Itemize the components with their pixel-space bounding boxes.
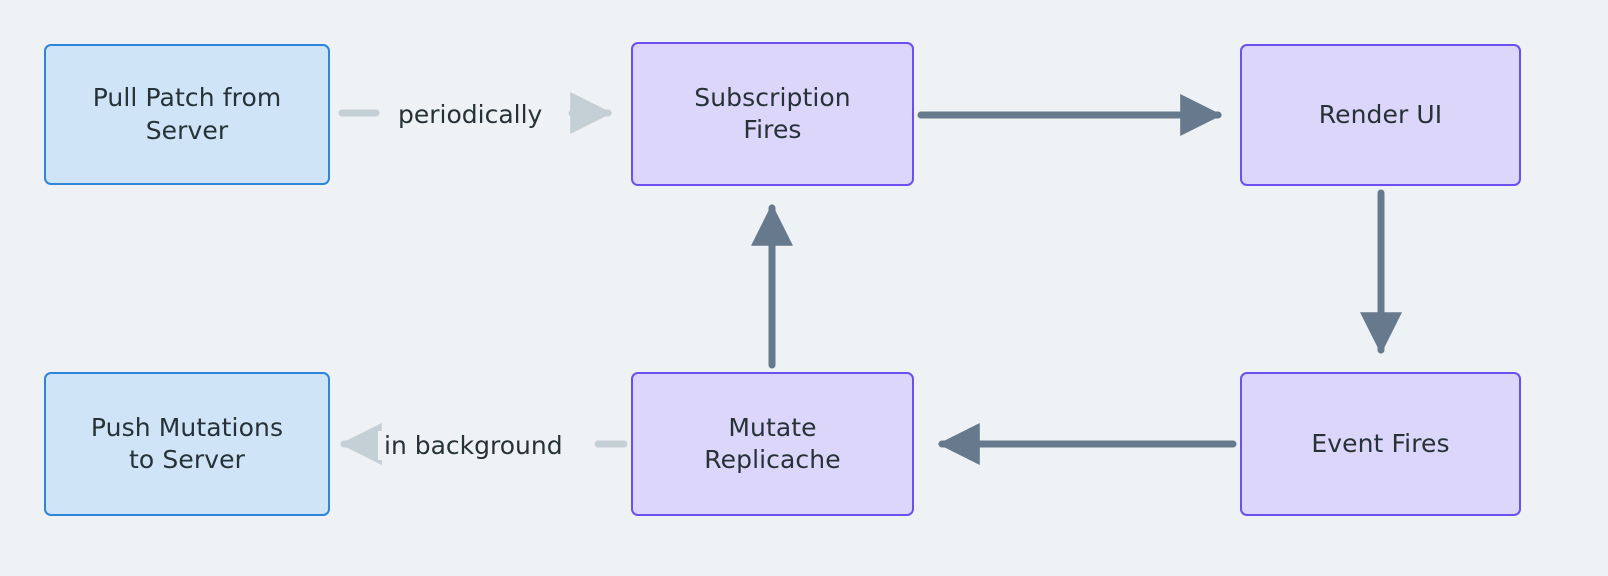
node-render-ui[interactable]: Render UI — [1240, 44, 1521, 186]
node-label: Subscription Fires — [694, 82, 851, 145]
edge-label-in-background: in background — [378, 431, 569, 460]
node-push-mutations-to-server[interactable]: Push Mutations to Server — [44, 372, 330, 516]
node-label: Event Fires — [1311, 428, 1450, 458]
node-event-fires[interactable]: Event Fires — [1240, 372, 1521, 516]
node-label: Pull Patch from Server — [92, 83, 282, 145]
node-mutate-replicache[interactable]: Mutate Replicache — [631, 372, 914, 516]
edge-label-periodically: periodically — [392, 100, 549, 129]
node-label: Render UI — [1318, 99, 1443, 129]
node-pull-patch-from-server[interactable]: Pull Patch from Server — [44, 44, 330, 185]
node-label: Mutate Replicache — [704, 412, 841, 475]
node-subscription-fires[interactable]: Subscription Fires — [631, 42, 914, 186]
node-label: Push Mutations to Server — [90, 412, 284, 475]
